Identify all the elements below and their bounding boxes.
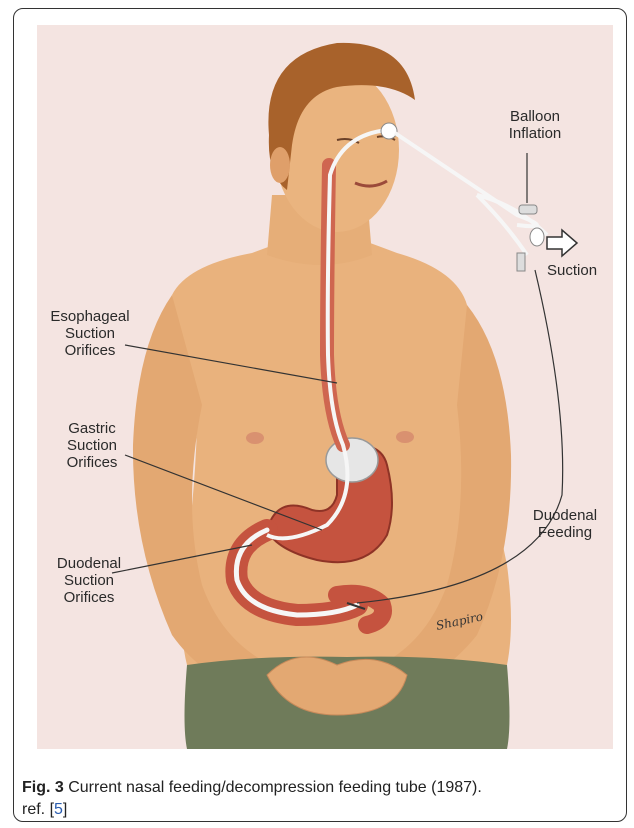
suction-port: [530, 228, 544, 246]
feeding-port: [517, 253, 525, 271]
label-duodenal-feeding: Duodenal Feeding: [515, 507, 613, 541]
suction-arrow: [547, 230, 577, 256]
label-duodenal-suction-orifices: Duodenal Suction Orifices: [39, 555, 139, 606]
caption-text: Current nasal feeding/decompression feed…: [64, 779, 482, 796]
label-gastric-suction-orifices: Gastric Suction Orifices: [47, 420, 137, 471]
caption-ref-suffix: ]: [63, 801, 67, 818]
nose-connector: [381, 123, 397, 139]
caption-ref-prefix: ref. [: [22, 801, 54, 818]
balloon-port: [519, 205, 537, 214]
label-balloon-inflation: Balloon Inflation: [475, 108, 595, 142]
figure-number: Fig. 3: [22, 779, 64, 796]
reference-link[interactable]: 5: [54, 801, 63, 818]
label-esophageal-suction-orifices: Esophageal Suction Orifices: [37, 308, 145, 359]
label-suction: Suction: [547, 262, 613, 279]
figure-caption: Fig. 3 Current nasal feeding/decompressi…: [22, 777, 617, 821]
feeding-tube-illustration: Shapiro Balloon Inflation Suction Esopha…: [37, 25, 613, 749]
balloon: [326, 438, 378, 482]
ear: [270, 147, 290, 183]
